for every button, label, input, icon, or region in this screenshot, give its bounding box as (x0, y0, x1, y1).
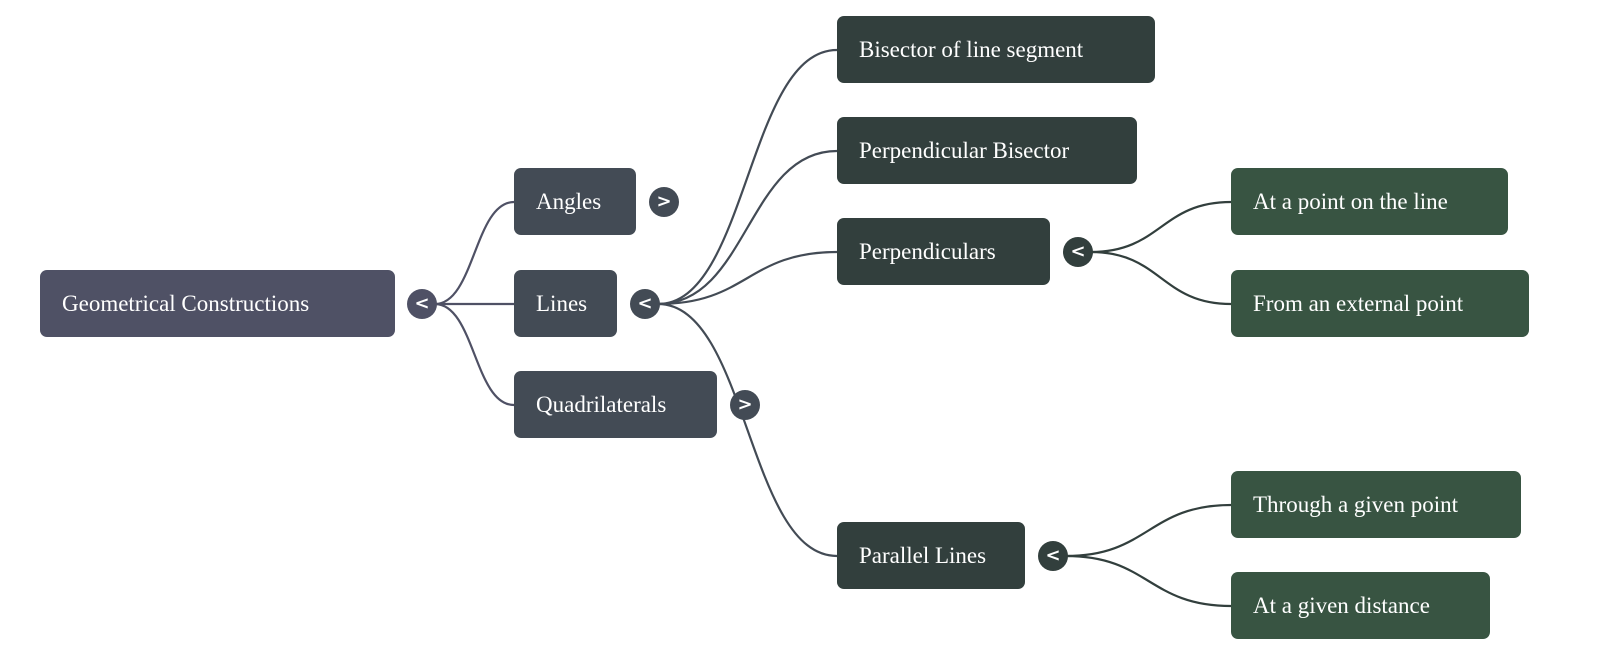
node-label: From an external point (1253, 291, 1464, 316)
expand-toggle-angles[interactable]: > (649, 187, 679, 217)
node-label: Quadrilaterals (536, 392, 667, 417)
collapse-toggle-parallel-lines[interactable]: < (1038, 541, 1068, 571)
node-through-a-given-point[interactable]: Through a given point (1231, 471, 1521, 538)
link-lines-parallel (657, 302, 838, 558)
link-root-angles (434, 200, 515, 306)
node-at-a-given-distance[interactable]: At a given distance (1231, 572, 1490, 639)
link-perp-point-on-line (1090, 200, 1232, 254)
node-label: At a point on the line (1253, 189, 1448, 214)
node-angles[interactable]: Angles (514, 168, 636, 235)
node-geometrical-constructions[interactable]: Geometrical Constructions (40, 270, 395, 337)
node-lines[interactable]: Lines (514, 270, 617, 337)
node-label: Perpendiculars (859, 239, 996, 264)
expand-toggle-quadrilaterals[interactable]: > (730, 390, 760, 420)
node-perpendiculars[interactable]: Perpendiculars (837, 218, 1050, 285)
node-quadrilaterals[interactable]: Quadrilaterals (514, 371, 717, 438)
link-lines-perpendiculars (657, 250, 838, 306)
node-label: Geometrical Constructions (62, 291, 310, 316)
node-label: Bisector of line segment (859, 37, 1084, 62)
node-label: Perpendicular Bisector (859, 138, 1070, 163)
link-lines-bisector (657, 48, 838, 306)
node-label: Through a given point (1253, 492, 1459, 517)
collapse-toggle-perpendiculars[interactable]: < (1063, 237, 1093, 267)
link-lines-perpendicular-bisector (657, 149, 838, 306)
node-at-a-point-on-the-line[interactable]: At a point on the line (1231, 168, 1508, 235)
node-perpendicular-bisector[interactable]: Perpendicular Bisector (837, 117, 1137, 184)
link-root-quadrilaterals (434, 302, 515, 407)
node-from-an-external-point[interactable]: From an external point (1231, 270, 1529, 337)
node-label: At a given distance (1253, 593, 1430, 618)
node-bisector-of-line-segment[interactable]: Bisector of line segment (837, 16, 1155, 83)
collapse-toggle-lines[interactable]: < (630, 289, 660, 319)
link-parallel-given-point (1065, 503, 1232, 558)
link-perp-external-point (1090, 250, 1232, 306)
node-label: Angles (536, 189, 602, 214)
node-label: Lines (536, 291, 588, 316)
collapse-toggle-root[interactable]: < (407, 289, 437, 319)
node-label: Parallel Lines (859, 543, 987, 568)
link-parallel-given-distance (1065, 554, 1232, 608)
node-parallel-lines[interactable]: Parallel Lines (837, 522, 1025, 589)
